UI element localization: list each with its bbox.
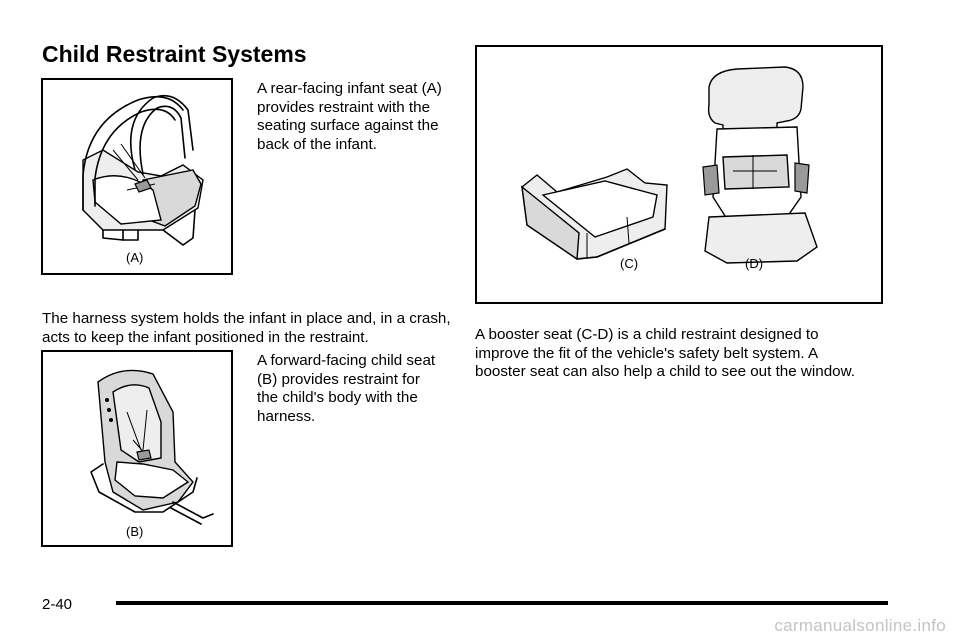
- figure-c-label: (C): [620, 256, 639, 271]
- watermark: carmanualsonline.info: [774, 616, 946, 635]
- paragraph-booster: A booster seat (C-D) is a child restrain…: [475, 326, 855, 381]
- figure-b-label: (B): [126, 524, 144, 539]
- figure-a-label: (A): [126, 250, 144, 265]
- figure-forward-facing-seat: (B): [41, 350, 233, 547]
- paragraph-forward-facing: A forward-facing child seat (B) provides…: [257, 352, 436, 425]
- figure-booster-seats: (C) (D): [475, 45, 883, 304]
- page-heading: Child Restraint Systems: [42, 41, 307, 67]
- booster-seats-illustration: [521, 66, 818, 264]
- infant-seat-illustration: [82, 94, 204, 246]
- paragraph-rear-facing: A rear-facing infant seat (A) provides r…: [257, 80, 442, 153]
- footer-rule: [116, 601, 888, 605]
- forward-facing-seat-illustration: [90, 369, 214, 525]
- figure-infant-seat: (A): [41, 78, 233, 275]
- page-number: 2-40: [42, 596, 73, 613]
- figure-d-label: (D): [745, 256, 764, 271]
- paragraph-harness: The harness system holds the infant in p…: [42, 310, 451, 346]
